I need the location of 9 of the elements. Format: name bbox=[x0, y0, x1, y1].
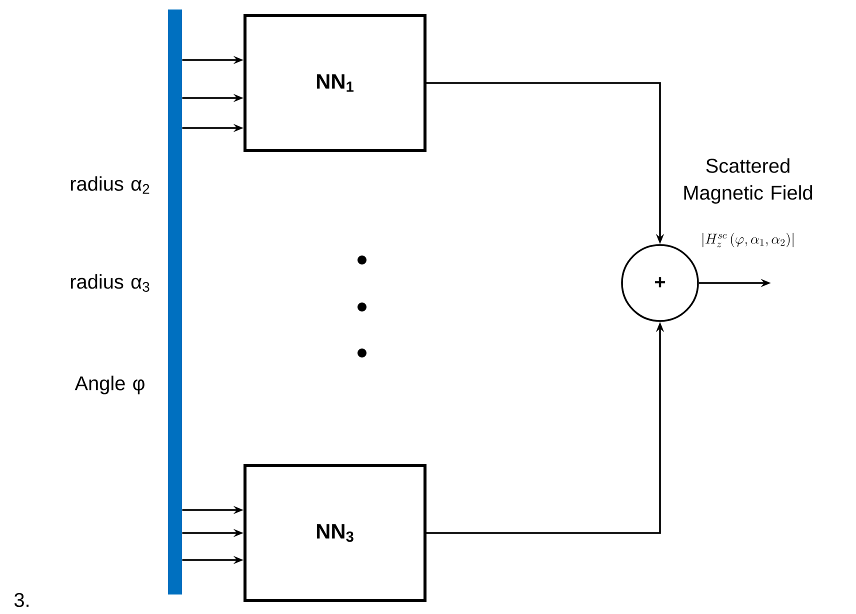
network-box: NN$_{1}$ bbox=[244, 14, 426, 152]
caption-text: Scattered Magnetic Field bbox=[684, 158, 812, 204]
side-label: radius α$_{3}$ bbox=[71, 274, 150, 292]
formula: $\left|H_z^{sc}\,(\varphi,\alpha_1,\alpha_2)\right|$ bbox=[702, 232, 794, 248]
input-bar bbox=[168, 10, 182, 594]
figure-number: 3. bbox=[14, 592, 28, 608]
network-box: NN$_{3}$ bbox=[244, 464, 426, 602]
side-label: Angle φ bbox=[74, 376, 144, 394]
side-label: radius α$_{2}$ bbox=[71, 176, 150, 194]
